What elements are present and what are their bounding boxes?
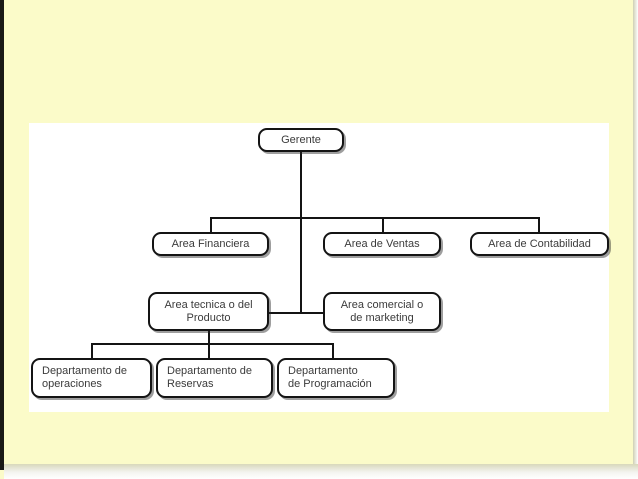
org-node-area-de-ventas[interactable]: Area de Ventas (323, 232, 441, 256)
connector-level2-bar (210, 217, 540, 219)
connector-level2-drop-contabilidad (538, 217, 540, 232)
connector-level3-bar (269, 312, 325, 314)
org-node-gerente[interactable]: Gerente (258, 128, 344, 152)
connector-level2-drop-ventas (382, 217, 384, 232)
org-node-departamento-operaciones[interactable]: Departamento de operaciones (31, 358, 152, 398)
slide-bottom-shadow (4, 464, 638, 479)
org-node-departamento-programacion[interactable]: Departamento de Programación (277, 358, 395, 398)
slide-right-shadow (633, 0, 638, 470)
connector-level4-drop-operaciones (91, 343, 93, 358)
connector-level4-bar (91, 343, 334, 345)
connector-level2-drop-financiera (210, 217, 212, 232)
org-node-area-financiera[interactable]: Area Financiera (152, 232, 269, 256)
org-node-area-de-contabilidad[interactable]: Area de Contabilidad (470, 232, 609, 256)
org-node-departamento-reservas[interactable]: Departamento de Reservas (156, 358, 273, 398)
connector-trunk-vertical (300, 152, 302, 313)
org-node-area-tecnica-producto[interactable]: Area tecnica o del Producto (148, 292, 269, 331)
org-chart-panel: Gerente Area Financiera Area de Ventas A… (29, 123, 609, 412)
org-node-area-comercial-marketing[interactable]: Area comercial o de marketing (323, 292, 441, 331)
connector-level4-drop-programacion (332, 343, 334, 358)
slide-left-edge (0, 0, 4, 470)
